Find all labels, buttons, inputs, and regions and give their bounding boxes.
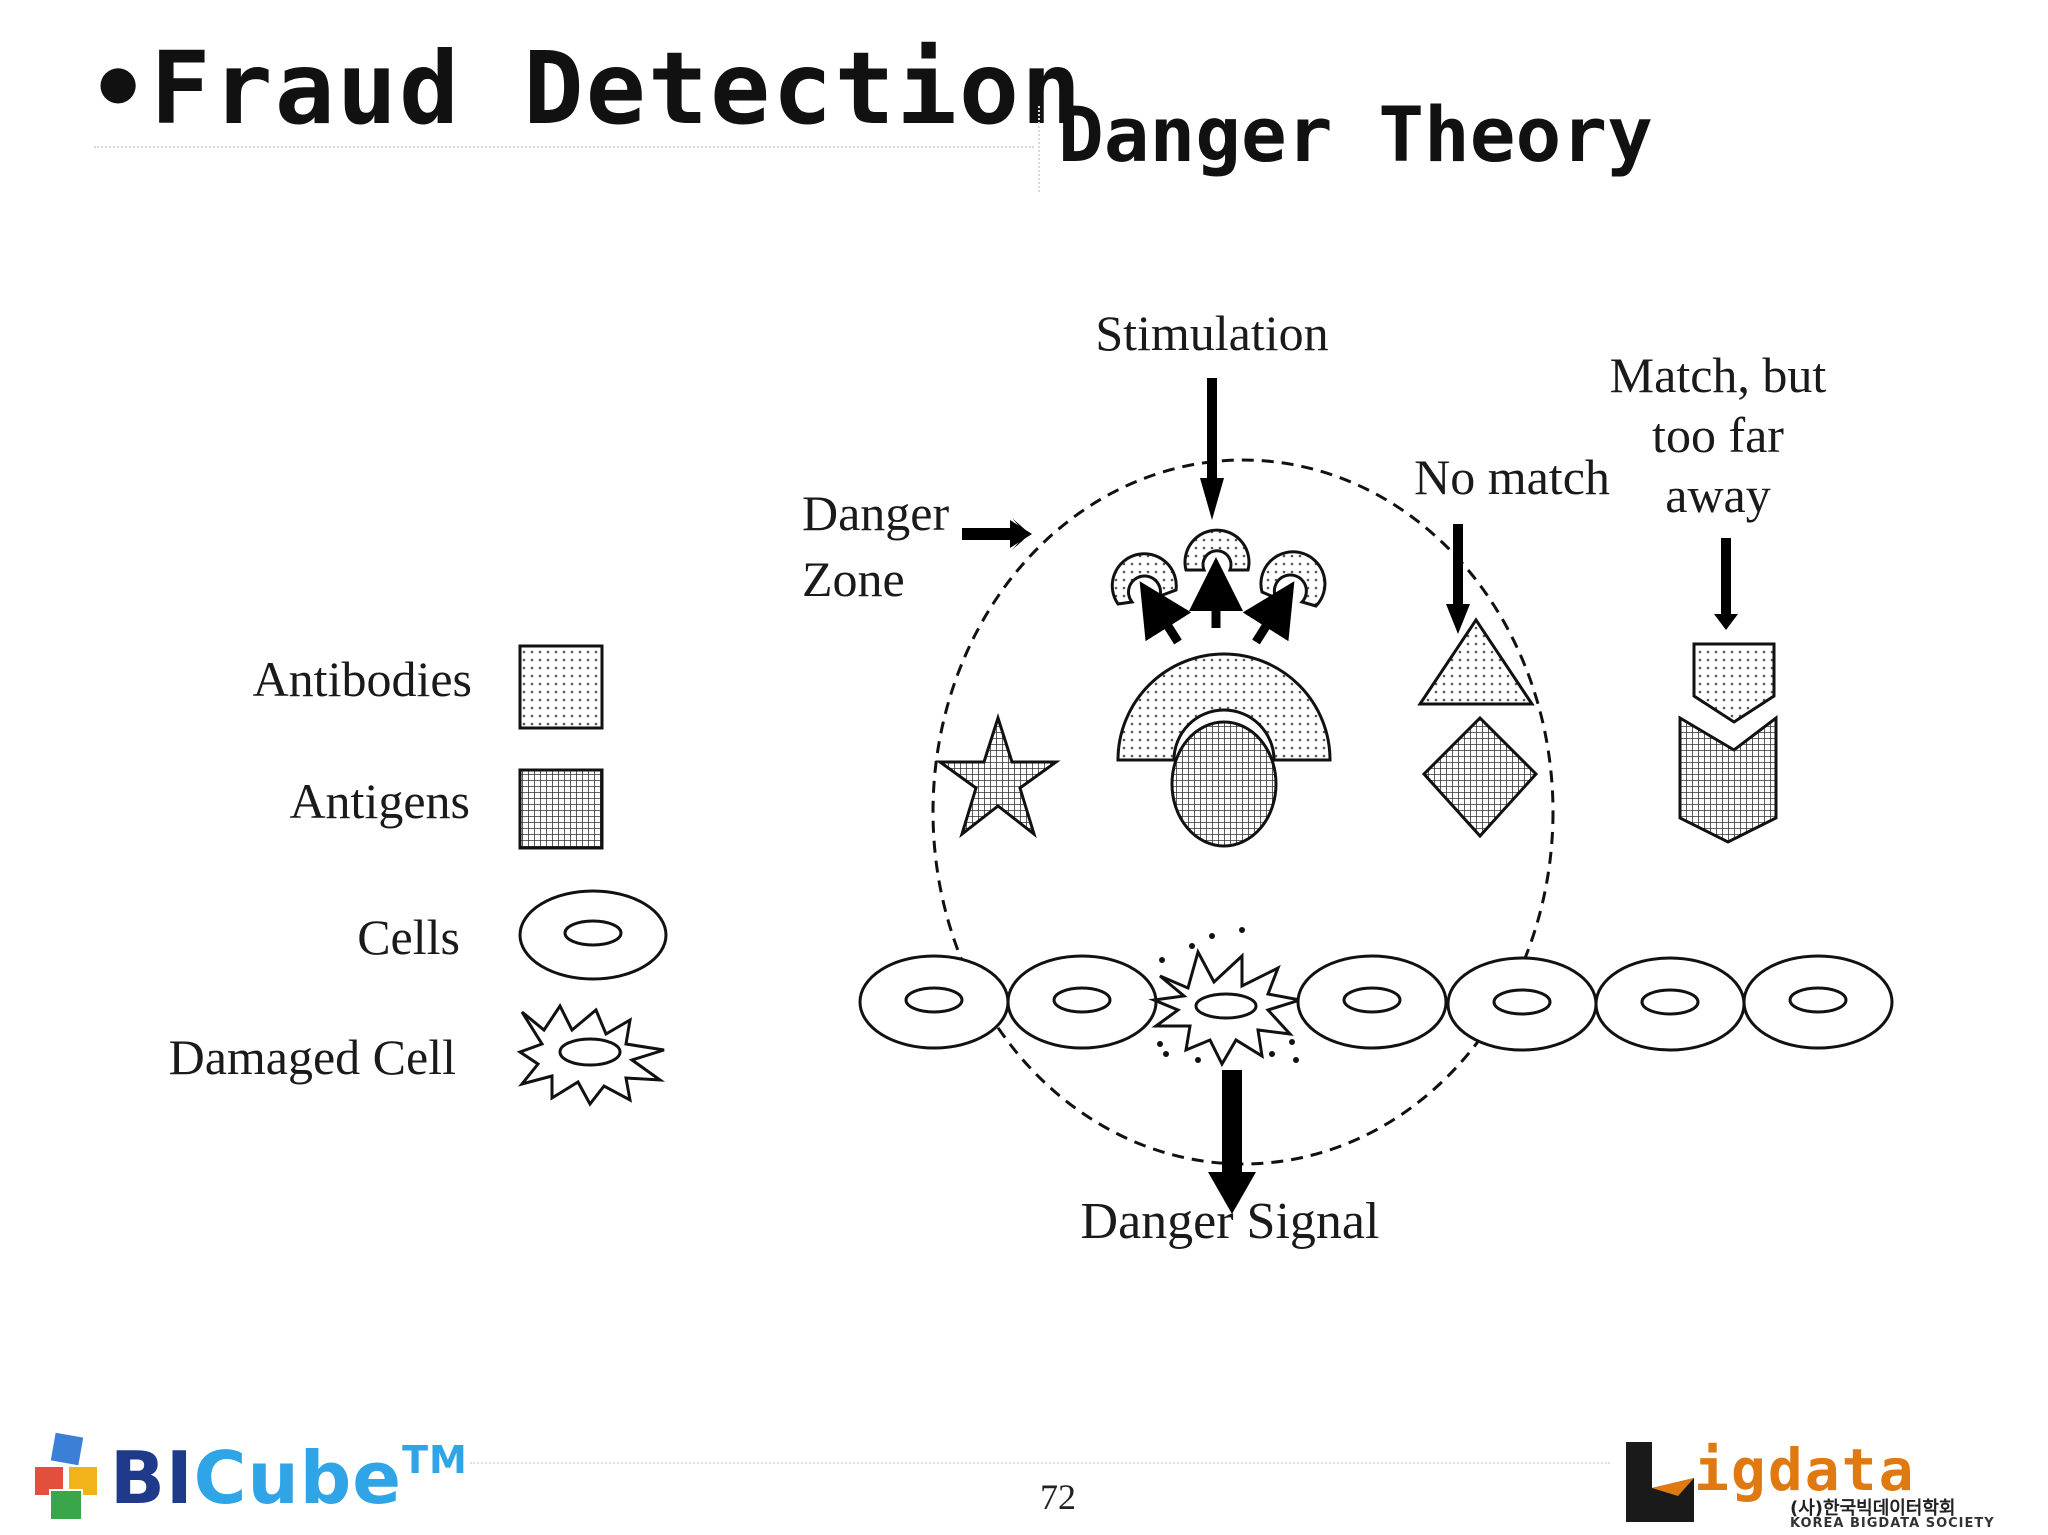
match-far-label-line3: away bbox=[1665, 467, 1771, 523]
bigdata-logo-english: KOREA BIGDATA SOCIETY bbox=[1790, 1516, 1995, 1531]
legend-label-cells: Cells bbox=[357, 909, 460, 965]
bigdata-logo-word: igdata bbox=[1694, 1436, 1916, 1504]
cell bbox=[1296, 954, 1448, 1050]
bound-antibody bbox=[1116, 652, 1332, 762]
stimulation-label: Stimulation bbox=[1095, 305, 1328, 361]
footer-divider bbox=[470, 1462, 1610, 1464]
title-vertical-divider bbox=[1038, 106, 1040, 192]
danger-zone-boundary bbox=[931, 458, 1555, 1166]
no-match-label: No match bbox=[1414, 449, 1610, 505]
slide-subtitle: Danger Theory bbox=[1058, 90, 1653, 179]
danger-zone-label-line2: Zone bbox=[802, 551, 905, 607]
star-antigen bbox=[935, 713, 1061, 839]
release-arrows bbox=[1139, 557, 1295, 645]
no-match-antigen-diamond bbox=[1421, 715, 1539, 839]
grid-square-icon bbox=[518, 768, 604, 850]
bigdata-b-icon bbox=[1626, 1442, 1694, 1522]
cell bbox=[858, 954, 1010, 1050]
far-antibody bbox=[1692, 642, 1776, 724]
no-match-arrow bbox=[1446, 524, 1470, 634]
cell-row bbox=[858, 927, 1894, 1068]
match-far-label-line2: too far bbox=[1652, 407, 1784, 463]
danger-signal-arrow bbox=[1208, 1070, 1256, 1214]
ring-cell-icon bbox=[518, 889, 668, 981]
cell bbox=[1446, 956, 1598, 1052]
cell bbox=[1742, 954, 1894, 1050]
bicube-bi: BI bbox=[110, 1436, 194, 1520]
damaged-cell bbox=[1148, 927, 1301, 1068]
no-match-antibody-triangle bbox=[1417, 617, 1535, 706]
legend-label-antibodies: Antibodies bbox=[253, 651, 472, 707]
bicube-tm: TM bbox=[402, 1438, 468, 1482]
bicube-cube: Cube bbox=[193, 1436, 403, 1520]
released-antibody-left bbox=[1110, 552, 1178, 606]
danger-zone-label-line1: Danger bbox=[802, 485, 949, 541]
legend-label-antigens: Antigens bbox=[289, 773, 470, 829]
page-number: 72 bbox=[1040, 1477, 1076, 1517]
title-divider bbox=[94, 146, 1034, 148]
bigdata-logo-korean: (사)한국빅데이터학회 bbox=[1790, 1498, 1956, 1519]
cell bbox=[1006, 954, 1158, 1050]
danger-zone-arrow bbox=[962, 518, 1032, 550]
match-far-label-line1: Match, but bbox=[1610, 347, 1827, 403]
released-antibody-center bbox=[1183, 528, 1251, 572]
dotted-square-icon bbox=[518, 644, 604, 730]
bound-antigen bbox=[1170, 720, 1278, 848]
bicube-cube-icon bbox=[33, 1430, 99, 1521]
slide-title: •Fraud Detection bbox=[88, 30, 1084, 147]
cell bbox=[1594, 956, 1746, 1052]
released-antibody-right bbox=[1259, 550, 1327, 608]
legend-label-damaged-cell: Damaged Cell bbox=[169, 1029, 456, 1085]
stimulation-arrow bbox=[1200, 378, 1224, 520]
match-far-arrow bbox=[1714, 538, 1738, 630]
bicube-logo-text: BICubeTM bbox=[110, 1436, 468, 1520]
burst-cell-icon bbox=[516, 1003, 666, 1107]
far-antigen bbox=[1678, 714, 1778, 844]
